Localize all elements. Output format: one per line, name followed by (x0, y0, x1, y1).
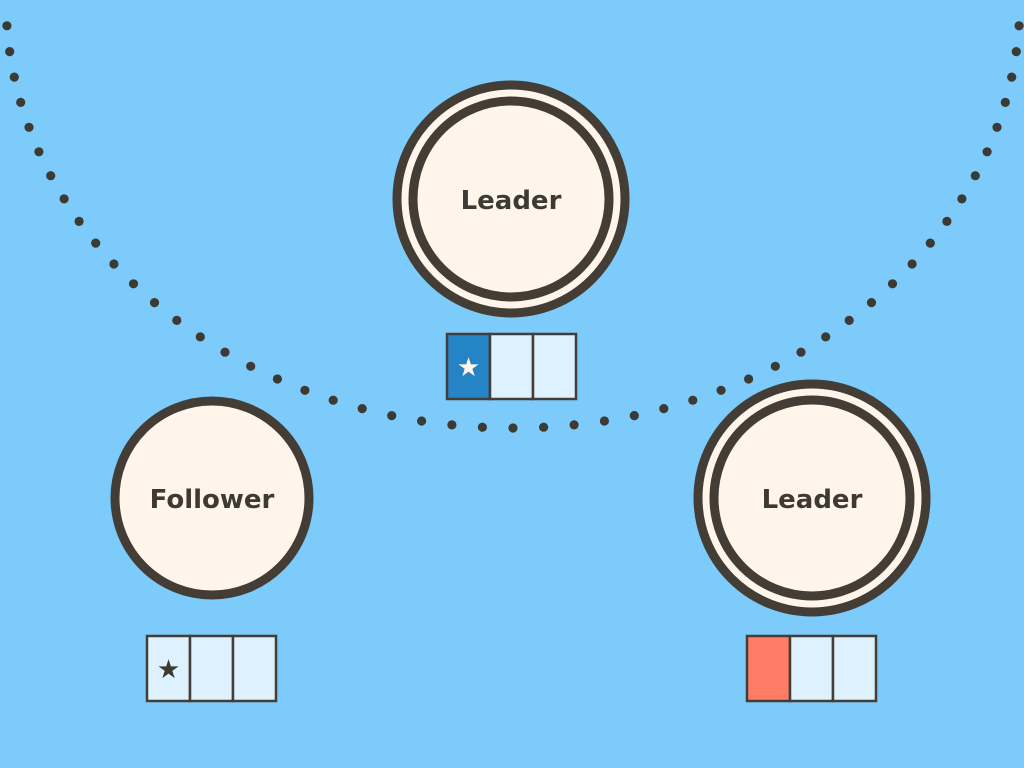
node-circle-bottom-right (709, 395, 915, 601)
log-entry-bottom-left-1[interactable] (145, 634, 192, 703)
network-partition-boundary (2, 21, 1024, 433)
node-circle-bottom-left (110, 396, 314, 600)
log-bottom-right (745, 634, 878, 703)
partition-dot (599, 416, 610, 426)
log-top: ★ (445, 332, 578, 401)
partition-dot (844, 315, 854, 325)
partition-dot (1007, 72, 1017, 82)
partition-dot (925, 238, 935, 248)
partition-dot (91, 238, 101, 248)
partition-dot (220, 347, 230, 357)
partition-dot (477, 422, 487, 432)
log-entry-top-2[interactable] (488, 332, 535, 401)
partition-dot (2, 21, 12, 31)
partition-dot (1014, 21, 1024, 31)
log-bottom-left: ★ (145, 634, 278, 703)
partition-dot (149, 298, 160, 308)
partition-dot (821, 332, 831, 342)
partition-dot (866, 298, 877, 308)
partition-dot (5, 47, 15, 57)
partition-dot (46, 171, 56, 181)
partition-dot (887, 279, 898, 289)
partition-dot (659, 404, 669, 414)
partition-dot (128, 279, 139, 289)
node-label-top: Leader (461, 186, 562, 216)
partition-dot (59, 194, 69, 204)
log-entry-top-3[interactable] (531, 332, 578, 401)
partition-dot (982, 147, 992, 157)
partition-dot (328, 395, 338, 405)
log-entry-bottom-right-1[interactable] (745, 634, 792, 703)
partition-dot (447, 420, 457, 430)
partition-dot (1011, 47, 1021, 57)
partition-dot (74, 216, 84, 226)
partition-dot (16, 97, 26, 107)
partition-dot (300, 385, 310, 395)
node-label-bottom-right: Leader (762, 485, 863, 515)
partition-dot (907, 259, 917, 269)
partition-dot (272, 374, 282, 384)
partition-dot (796, 347, 806, 357)
partition-dot (34, 147, 44, 157)
partition-dot (716, 385, 726, 395)
partition-dot (744, 374, 754, 384)
partition-dot (172, 315, 182, 325)
partition-dot (417, 416, 427, 426)
node-bottom-left[interactable]: Follower (110, 396, 314, 600)
partition-dot (508, 423, 518, 433)
star-icon: ★ (457, 353, 480, 383)
partition-dot (1000, 97, 1010, 107)
node-circle-top (408, 96, 614, 302)
partition-dot (957, 194, 967, 204)
partition-dot (357, 404, 367, 414)
partition-dot (569, 420, 579, 430)
partition-dot (195, 332, 205, 342)
partition-dot (387, 411, 397, 421)
partition-dot (942, 216, 952, 226)
partition-dot (24, 122, 34, 132)
partition-dot (688, 395, 698, 405)
partition-dot (970, 171, 980, 181)
partition-dot (246, 361, 256, 371)
node-label-bottom-left: Follower (150, 485, 275, 515)
node-bottom-right[interactable]: Leader (693, 379, 931, 617)
node-top[interactable]: Leader (392, 80, 630, 318)
partition-dot (992, 122, 1002, 132)
partition-dot (770, 361, 780, 371)
star-icon: ★ (157, 655, 180, 685)
log-entry-bottom-left-2[interactable] (188, 634, 235, 703)
log-entry-bottom-right-2[interactable] (788, 634, 835, 703)
partition-dot (9, 72, 19, 82)
log-entry-bottom-left-3[interactable] (231, 634, 278, 703)
log-entry-bottom-right-3[interactable] (831, 634, 878, 703)
partition-dot (629, 411, 639, 421)
partition-dot (539, 422, 549, 432)
partition-dot (109, 259, 119, 269)
